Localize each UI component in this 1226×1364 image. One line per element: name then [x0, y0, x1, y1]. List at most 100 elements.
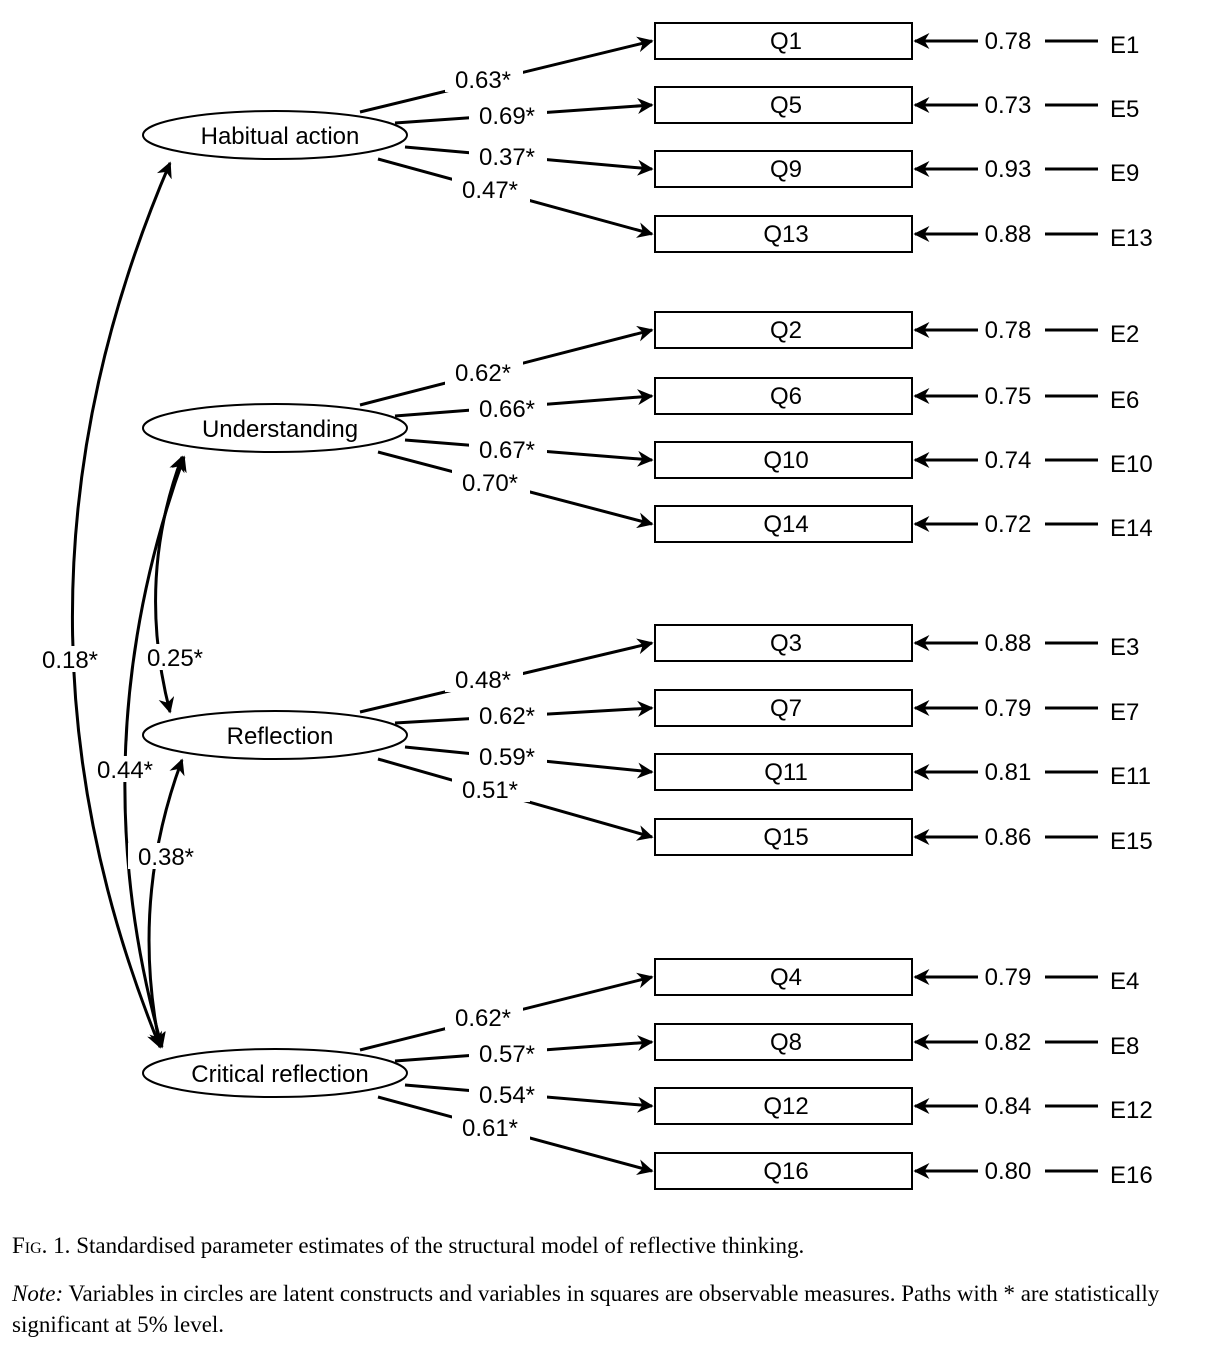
error-variance-label: 0.79	[985, 695, 1032, 722]
item-box	[654, 624, 913, 662]
error-term-label: E14	[1110, 515, 1153, 542]
loading-label: 0.69*	[479, 103, 535, 130]
error-variance-label: 0.88	[985, 630, 1032, 657]
loading-label: 0.48*	[455, 667, 511, 694]
error-term-label: E1	[1110, 32, 1139, 59]
error-term-label: E4	[1110, 968, 1139, 995]
error-term-label: E13	[1110, 225, 1153, 252]
error-variance-label: 0.80	[985, 1158, 1032, 1185]
item-box	[654, 1152, 913, 1190]
loading-label: 0.37*	[479, 144, 535, 171]
item-box	[654, 22, 913, 60]
label-bg	[452, 176, 530, 202]
correlation-path	[154, 455, 185, 714]
item-label: Q8	[770, 1029, 802, 1056]
error-variance-label: 0.78	[985, 28, 1032, 55]
label-bg	[452, 1114, 530, 1140]
latent-factor-label: Understanding	[202, 416, 358, 443]
label-bg	[469, 1040, 547, 1066]
error-variance-label: 0.78	[985, 317, 1032, 344]
correlation-path	[147, 758, 185, 1049]
label-bg	[469, 395, 547, 421]
error-term-label: E10	[1110, 451, 1153, 478]
error-variance-label: 0.79	[985, 964, 1032, 991]
item-box	[654, 505, 913, 543]
item-label: Q13	[763, 221, 808, 248]
item-box	[654, 311, 913, 349]
item-box	[654, 150, 913, 188]
error-term-label: E2	[1110, 321, 1139, 348]
error-variance-label: 0.73	[985, 92, 1032, 119]
error-term-label: E15	[1110, 828, 1153, 855]
loading-label: 0.62*	[455, 1005, 511, 1032]
latent-factor	[142, 710, 408, 760]
error-term-label: E16	[1110, 1162, 1153, 1189]
correlation-label: 0.25*	[147, 645, 203, 672]
error-term-label: E8	[1110, 1033, 1139, 1060]
label-bg	[445, 1004, 523, 1030]
item-label: Q6	[770, 383, 802, 410]
correlation-label: 0.38*	[138, 844, 194, 871]
correlation-path	[70, 161, 172, 1049]
label-bg	[445, 66, 523, 92]
item-box	[654, 377, 913, 415]
figure-label: Fig. 1.	[12, 1233, 71, 1258]
note-label: Note:	[12, 1281, 64, 1306]
item-box	[654, 215, 913, 253]
error-term-label: E12	[1110, 1097, 1153, 1124]
item-label: Q12	[763, 1093, 808, 1120]
latent-factor	[142, 403, 408, 453]
item-box	[654, 86, 913, 124]
error-term-label: E3	[1110, 634, 1139, 661]
item-label: Q10	[763, 447, 808, 474]
label-bg	[469, 743, 547, 769]
loading-label: 0.66*	[479, 396, 535, 423]
loading-label: 0.67*	[479, 437, 535, 464]
label-bg	[452, 469, 530, 495]
error-term-label: E7	[1110, 699, 1139, 726]
label-bg	[469, 1081, 547, 1107]
label-bg	[32, 646, 108, 672]
latent-factor	[142, 1048, 408, 1098]
error-variance-label: 0.84	[985, 1093, 1032, 1120]
item-label: Q16	[763, 1158, 808, 1185]
figure-title: Standardised parameter estimates of the …	[76, 1233, 805, 1258]
item-label: Q15	[763, 824, 808, 851]
error-variance-label: 0.72	[985, 511, 1032, 538]
item-label: Q9	[770, 156, 802, 183]
label-bg	[445, 359, 523, 385]
error-variance-label: 0.74	[985, 447, 1032, 474]
item-label: Q14	[763, 511, 808, 538]
note-text: Variables in circles are latent construc…	[12, 1281, 1160, 1337]
error-variance-label: 0.88	[985, 221, 1032, 248]
loading-label: 0.62*	[455, 360, 511, 387]
correlation-path	[123, 455, 187, 1049]
figure-note: Note: Variables in circles are latent co…	[12, 1278, 1212, 1340]
loading-label: 0.47*	[462, 177, 518, 204]
label-bg	[469, 143, 547, 169]
item-label: Q5	[770, 92, 802, 119]
loading-label: 0.54*	[479, 1082, 535, 1109]
loading-label: 0.63*	[455, 67, 511, 94]
item-box	[654, 441, 913, 479]
error-term-label: E11	[1110, 763, 1151, 790]
item-box	[654, 818, 913, 856]
item-label: Q4	[770, 964, 802, 991]
error-variance-label: 0.82	[985, 1029, 1032, 1056]
error-variance-label: 0.86	[985, 824, 1032, 851]
figure-caption: Fig. 1. Standardised parameter estimates…	[12, 1230, 804, 1261]
loading-label: 0.62*	[479, 703, 535, 730]
loading-label: 0.61*	[462, 1115, 518, 1142]
item-label: Q7	[770, 695, 802, 722]
item-box	[654, 689, 913, 727]
label-bg	[128, 843, 204, 869]
latent-factor	[142, 110, 408, 160]
loading-label: 0.57*	[479, 1041, 535, 1068]
error-variance-label: 0.93	[985, 156, 1032, 183]
correlation-label: 0.44*	[97, 757, 153, 784]
loading-label: 0.70*	[462, 470, 518, 497]
error-variance-label: 0.81	[985, 759, 1032, 786]
item-box	[654, 1087, 913, 1125]
label-bg	[469, 436, 547, 462]
loading-label: 0.51*	[462, 777, 518, 804]
